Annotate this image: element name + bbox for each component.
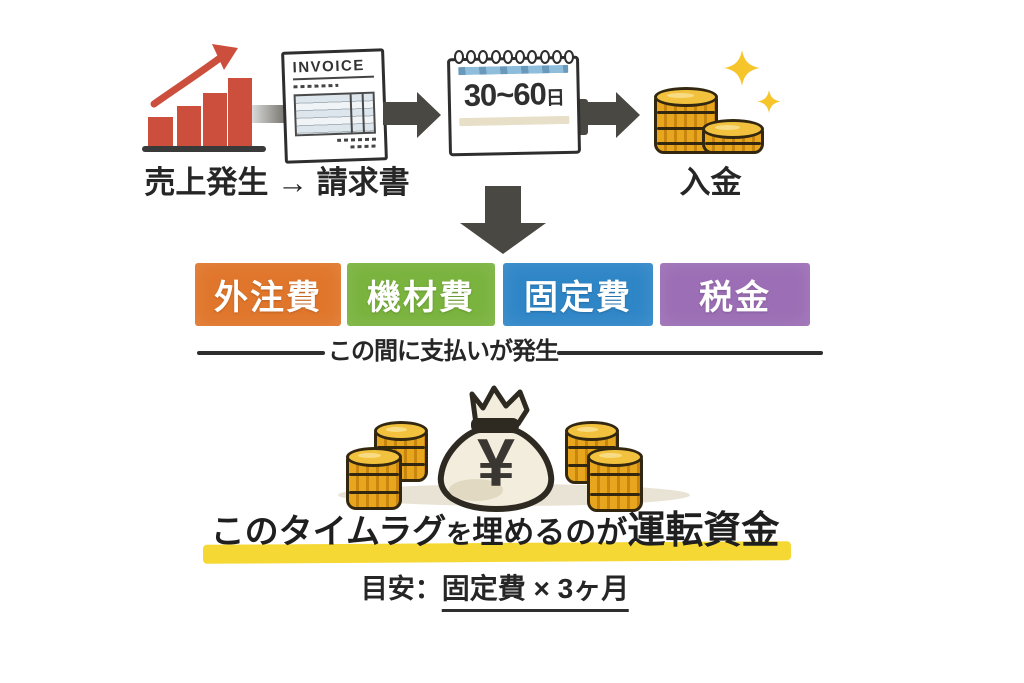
payment-period-label: この間に支払いが発生 <box>328 338 559 365</box>
trend-arrowhead <box>212 44 238 70</box>
bar-1 <box>148 117 173 148</box>
payment-term: 30~60日 <box>463 76 565 114</box>
calendar-header-bar <box>458 64 569 76</box>
coin-stack-icon <box>702 119 764 154</box>
headline-part: を <box>446 519 473 549</box>
bar-3 <box>203 93 227 148</box>
yen-symbol: ¥ <box>477 425 515 501</box>
note-prefix: 目安： <box>360 574 442 604</box>
expense-label: 税金 <box>699 279 771 317</box>
headline: このタイムラグ を 埋めるのが 運転資金 <box>210 510 780 553</box>
chart-baseline <box>142 146 266 152</box>
arrow-down-icon <box>460 186 546 254</box>
headline-part: このタイムラグ <box>210 513 447 551</box>
expense-box-equipment: 機材費 <box>347 263 495 326</box>
sparkle-icon <box>724 50 781 113</box>
arrow-right-icon <box>582 92 640 138</box>
money-bag-icon: ¥ <box>437 385 555 513</box>
trend-arrow-icon <box>150 54 224 108</box>
expense-label: 固定費 <box>524 279 632 317</box>
sales-invoice-label: 売上発生 → 請求書 <box>144 165 410 200</box>
bar-2 <box>177 106 201 148</box>
invoice-title: INVOICE <box>292 56 366 77</box>
coin-stack-icon <box>587 447 643 512</box>
divider-line-right <box>557 351 823 355</box>
calendar-binding-rings <box>454 50 574 64</box>
guideline-note: 目安： 固定費 × 3ヶ月 <box>360 572 630 612</box>
expense-box-tax: 税金 <box>660 263 810 326</box>
invoice-footer-dashes <box>350 144 377 149</box>
invoice-dotted-line <box>293 83 339 89</box>
divider-line-left <box>197 351 325 355</box>
headline-part: 運転資金 <box>627 510 780 552</box>
coin-stack-icon <box>654 87 718 154</box>
invoice-icon: INVOICE <box>281 48 388 164</box>
expense-label: 機材費 <box>367 279 475 317</box>
headline-part: 埋めるのが <box>472 515 628 550</box>
calendar-body: 30~60日 <box>446 55 582 157</box>
calendar-icon: 30~60日 <box>446 50 588 157</box>
invoice-rule <box>293 75 375 81</box>
bar-4 <box>228 78 252 148</box>
coin-stack-icon <box>346 447 402 510</box>
flow-connector <box>252 105 290 123</box>
arrow-right-icon <box>383 92 441 138</box>
sales-bar-chart-icon <box>142 44 266 152</box>
note-formula: 固定費 × 3ヶ月 <box>441 572 630 612</box>
calendar-footer-bar <box>459 115 570 127</box>
expense-box-fixed-costs: 固定費 <box>503 263 653 326</box>
deposit-label: 入金 <box>679 165 742 200</box>
invoice-footer-dashes <box>337 137 377 142</box>
invoice-table <box>293 91 376 137</box>
expense-box-outsourcing: 外注費 <box>195 263 341 326</box>
expense-label: 外注費 <box>214 279 322 317</box>
